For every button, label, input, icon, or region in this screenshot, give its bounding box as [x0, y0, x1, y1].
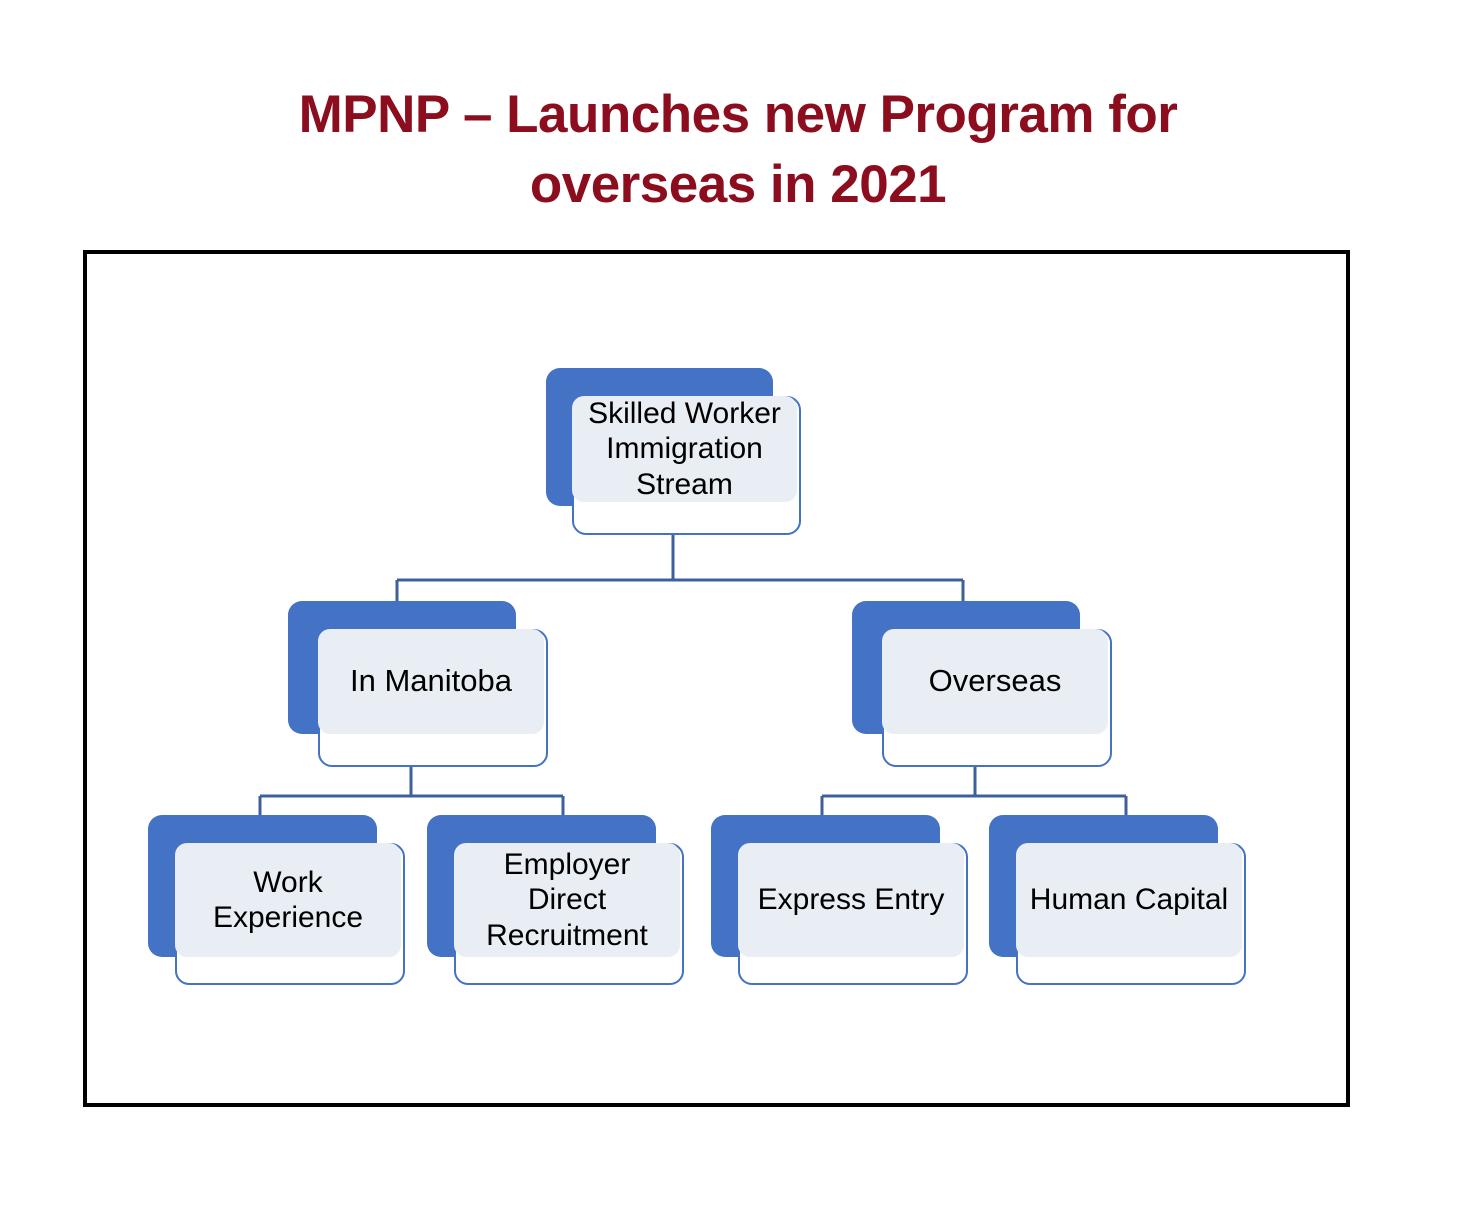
- node-human-capital[interactable]: Human Capital: [989, 815, 1246, 985]
- node-label: Employer Direct Recruitment: [486, 847, 648, 952]
- node-skilled-worker-immigration-stream[interactable]: Skilled Worker Immigration Stream: [546, 368, 801, 535]
- node-label: Skilled Worker Immigration Stream: [588, 396, 781, 501]
- node-fill-box: [572, 396, 797, 502]
- node-label: Work Experience: [212, 865, 364, 934]
- node-in-manitoba[interactable]: In Manitoba: [288, 601, 548, 767]
- node-label: Human Capital: [1029, 883, 1229, 917]
- node-employer-direct-recruitment[interactable]: Employer Direct Recruitment: [427, 815, 684, 985]
- node-work-experience[interactable]: Work Experience: [148, 815, 405, 985]
- node-label: In Manitoba: [350, 663, 512, 699]
- node-overseas[interactable]: Overseas: [852, 601, 1112, 767]
- node-fill-box: [1016, 843, 1242, 957]
- node-fill-box: [738, 843, 964, 957]
- page-title: MPNP – Launches new Program for overseas…: [298, 85, 1178, 215]
- node-fill-box: [882, 629, 1108, 734]
- node-label: Overseas: [928, 663, 1062, 699]
- node-label: Express Entry: [757, 883, 945, 917]
- node-fill-box: [318, 629, 544, 734]
- node-fill-box: [175, 843, 401, 957]
- node-express-entry[interactable]: Express Entry: [711, 815, 968, 985]
- node-fill-box: [454, 843, 680, 957]
